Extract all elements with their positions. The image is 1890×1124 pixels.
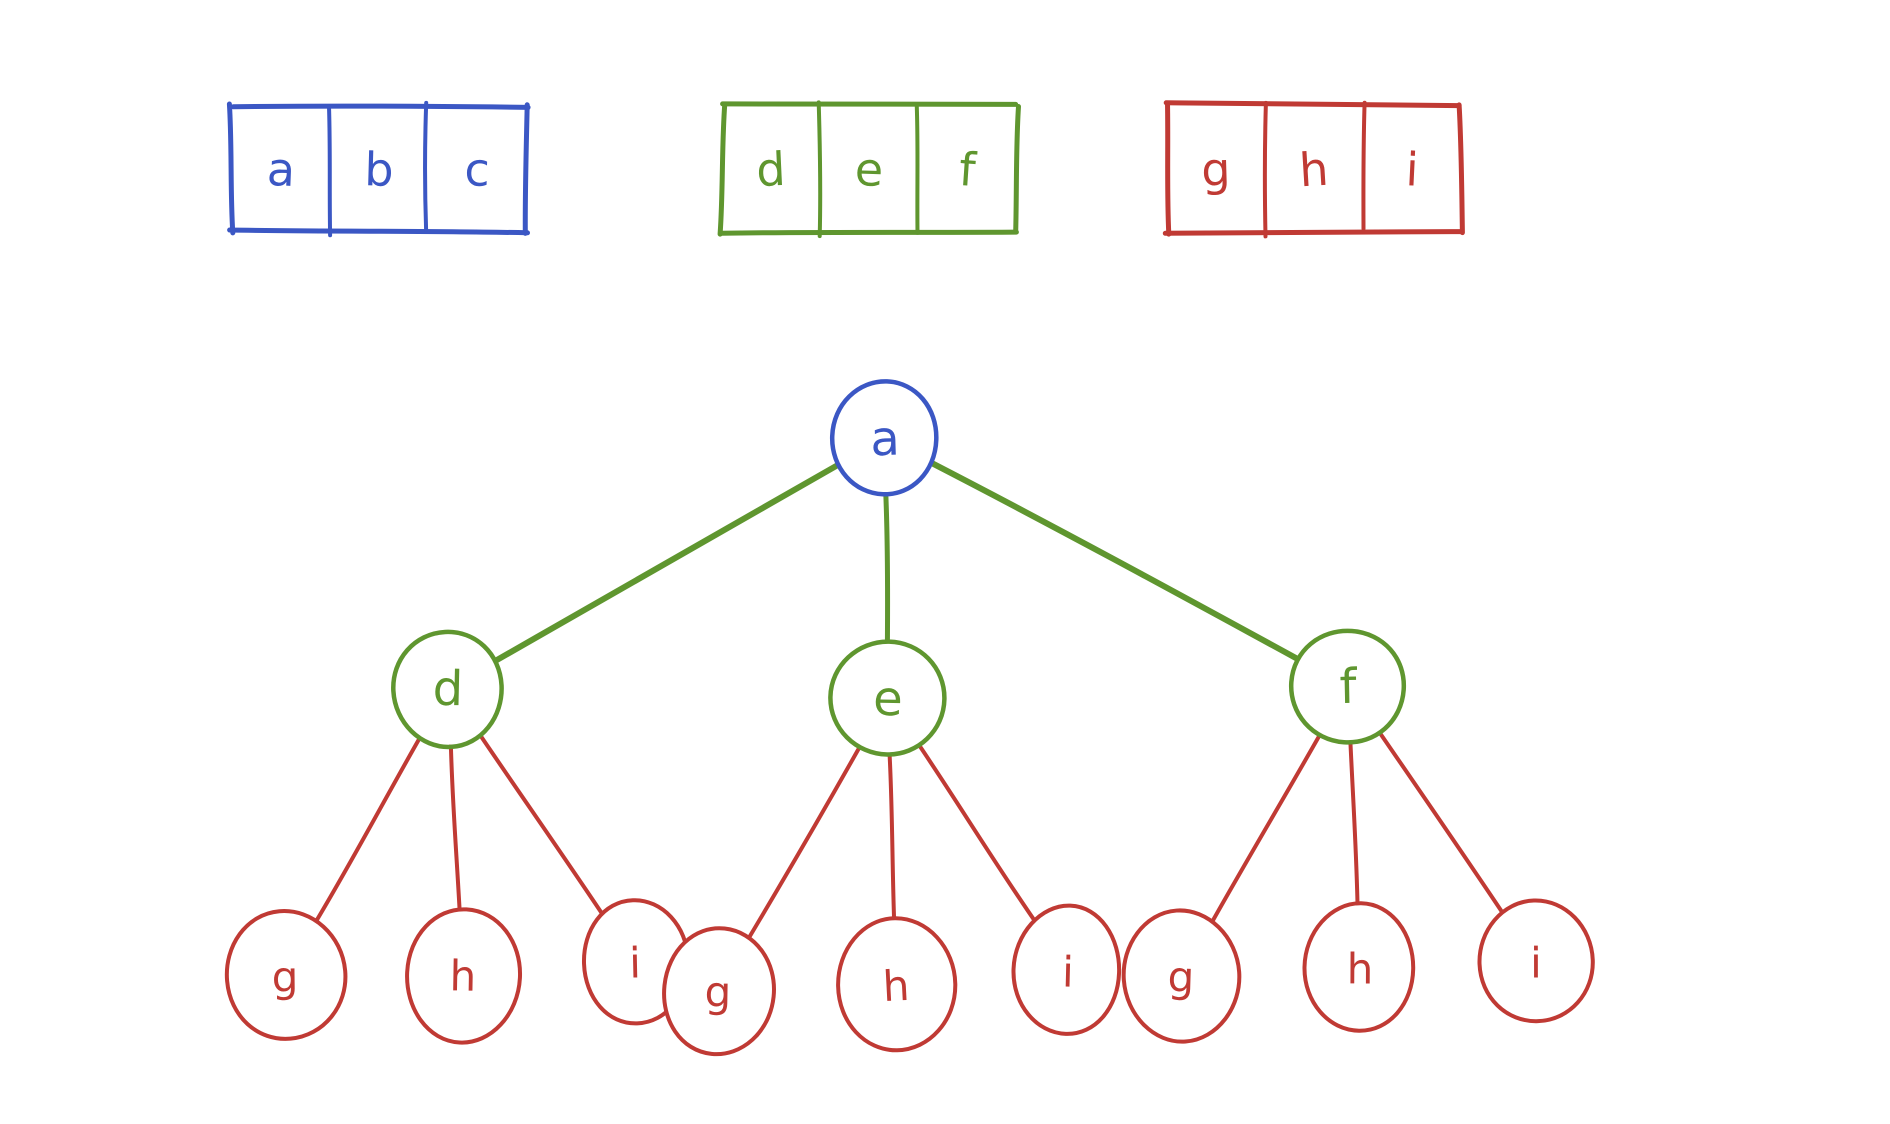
array-ghi: g h i	[1162, 100, 1465, 239]
tree-node-label: g	[704, 967, 731, 1016]
tree-node-outline	[1011, 903, 1122, 1036]
tree-node-label: h	[1347, 944, 1374, 993]
tree-node-h[interactable]: h	[1302, 901, 1416, 1033]
tree-node-outline	[1289, 628, 1406, 745]
array-border-segment	[717, 102, 728, 237]
tree-node-label: i	[1530, 938, 1542, 987]
array-abc: a b c	[226, 100, 531, 238]
array-border-segment	[522, 102, 530, 236]
array-cell-label: d	[755, 142, 787, 197]
tree-edge	[1377, 730, 1507, 918]
tree-node-fill	[838, 918, 955, 1052]
tree-node-i[interactable]: i	[580, 898, 691, 1026]
tree-node-label: i	[629, 938, 642, 987]
tree-node-outline	[662, 926, 776, 1057]
array-border-segment	[720, 101, 1019, 107]
tree-node-outline	[828, 639, 947, 757]
array-cell-divider	[816, 100, 823, 239]
tree-edge	[926, 459, 1302, 663]
array-cell-label: f	[957, 142, 979, 197]
tree-node-fill	[392, 630, 503, 745]
tree-node-outline	[405, 907, 522, 1045]
tree-node-outline	[1121, 908, 1242, 1044]
tree-node-fill	[832, 641, 944, 755]
array-border-segment	[1456, 102, 1465, 236]
tree-node-outline	[391, 629, 504, 750]
tree-node-fill	[1014, 906, 1121, 1035]
tree-node-fill	[1305, 905, 1415, 1031]
array-border-segment	[227, 227, 530, 236]
tree-node-label: d	[432, 661, 464, 718]
tree-edge	[476, 730, 608, 922]
tree-edge	[887, 750, 897, 931]
tree-node-outline	[829, 379, 939, 497]
tree-edge	[743, 743, 863, 947]
array-def: d e f	[717, 100, 1021, 239]
array-cell-divider	[914, 104, 920, 235]
tree-node-fill	[406, 908, 521, 1041]
tree-node-label: h	[449, 951, 476, 1000]
tree-node-label: e	[873, 671, 904, 728]
tree-edge	[1206, 732, 1323, 930]
array-cell-label: i	[1405, 142, 1420, 197]
tree-node-fill	[662, 926, 773, 1055]
tree-node-i[interactable]: i	[1477, 898, 1595, 1025]
tree-edge	[1348, 739, 1360, 917]
tree-node-a[interactable]: a	[829, 378, 939, 498]
tree-edge	[448, 739, 463, 922]
tree-node-label: g	[271, 952, 298, 1001]
tree-node-h[interactable]: h	[836, 916, 958, 1053]
tree-edge	[491, 460, 844, 665]
tree-edge	[312, 732, 424, 927]
array-cell-divider	[327, 104, 333, 238]
tree-edge	[916, 741, 1042, 930]
array-border-segment	[230, 103, 531, 110]
tree-node-f[interactable]: f	[1287, 625, 1408, 746]
tree-node-g[interactable]: g	[656, 921, 780, 1060]
tree-node-outline	[582, 898, 691, 1026]
array-border-segment	[1163, 100, 1462, 109]
tree-nodes-layer: a d e f g h i g h i g h i	[220, 378, 1595, 1060]
tree-edge	[883, 486, 891, 646]
array-cell-divider	[1262, 100, 1268, 239]
array-cell-divider	[423, 100, 429, 232]
tree-node-outline	[1477, 898, 1595, 1024]
tree-node-outline	[836, 916, 958, 1053]
tree-node-fill	[1291, 629, 1405, 743]
tree-node-fill	[833, 380, 937, 497]
tree-node-outline	[1302, 901, 1416, 1033]
tree-node-fill	[1124, 911, 1238, 1040]
tree-node-outline	[224, 909, 348, 1041]
tree-node-label: a	[869, 411, 900, 468]
array-cell-label: g	[1201, 142, 1232, 197]
tree-node-h[interactable]: h	[403, 906, 524, 1045]
tree-node-g[interactable]: g	[1119, 906, 1243, 1045]
array-cell-label: e	[854, 142, 884, 197]
tree-node-e[interactable]: e	[828, 639, 947, 757]
tree-node-fill	[1478, 902, 1593, 1023]
tree-node-fill	[582, 899, 688, 1024]
tree-node-i[interactable]: i	[1011, 903, 1123, 1037]
tree-node-label: h	[882, 961, 911, 1011]
tree-node-label: f	[1339, 659, 1358, 715]
tree-node-label: g	[1167, 952, 1195, 1002]
tree-edges-layer	[312, 459, 1507, 947]
tree-node-fill	[225, 912, 345, 1040]
array-cell-label: h	[1298, 142, 1330, 198]
array-border-segment	[1013, 104, 1021, 234]
array-cell-divider	[1361, 100, 1367, 231]
array-cell-label: a	[266, 142, 296, 197]
array-border-segment	[1162, 229, 1464, 236]
tree-node-g[interactable]: g	[220, 906, 351, 1045]
array-cell-label: c	[464, 142, 491, 197]
arrays-layer: a b c d e f g h i	[226, 100, 1465, 239]
array-cell-label: b	[364, 142, 395, 197]
tree-node-d[interactable]: d	[390, 628, 506, 750]
tree-node-label: i	[1062, 947, 1075, 996]
array-border-segment	[1165, 100, 1172, 237]
array-border-segment	[226, 101, 236, 236]
array-border-segment	[719, 229, 1019, 236]
